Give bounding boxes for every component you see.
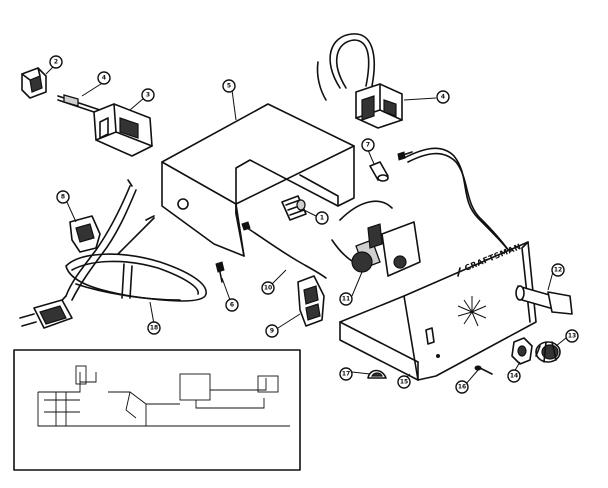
callout-13-label: 13 xyxy=(568,333,576,340)
callout-1: 1 xyxy=(315,211,329,225)
part-hex-nut xyxy=(511,337,533,365)
callout-11: 11 xyxy=(339,292,353,306)
leader-lines xyxy=(45,65,567,385)
callout-3: 3 xyxy=(141,88,155,102)
callout-11-label: 11 xyxy=(342,296,350,303)
part-transformer-coil xyxy=(316,33,403,129)
part-cable-clamp xyxy=(69,215,101,253)
callout-17: 17 xyxy=(339,367,353,381)
part-cover-housing xyxy=(161,103,355,257)
callout-12: 12 xyxy=(551,263,565,277)
part-wire-lead xyxy=(241,221,327,279)
callout-2-label: 2 xyxy=(54,59,58,66)
part-wire-lead-cylinder xyxy=(369,151,413,182)
callout-9-label: 9 xyxy=(270,328,274,335)
callout-15-label: 15 xyxy=(400,379,408,386)
callout-4-right: 4 xyxy=(436,90,450,104)
callout-18-label: 18 xyxy=(150,325,158,332)
part-terminal-block xyxy=(297,275,325,327)
callout-1-label: 1 xyxy=(320,215,324,222)
dial-scale-marks xyxy=(457,296,487,327)
callout-16: 16 xyxy=(455,380,469,394)
part-rubber-foot xyxy=(367,369,387,379)
callout-16-label: 16 xyxy=(458,384,466,391)
callout-4-left: 4 xyxy=(97,71,111,85)
part-front-panel-chassis xyxy=(339,241,537,381)
callout-10-label: 10 xyxy=(264,285,272,292)
callout-14-label: 14 xyxy=(510,373,518,380)
callout-12-label: 12 xyxy=(554,267,562,274)
callout-17-label: 17 xyxy=(342,371,350,378)
part-power-cord xyxy=(19,179,207,329)
callout-14: 14 xyxy=(507,369,521,383)
callout-7: 7 xyxy=(361,138,375,152)
part-knob xyxy=(535,341,561,363)
callout-5-label: 5 xyxy=(227,83,231,90)
callout-5: 5 xyxy=(222,79,236,93)
callout-6-label: 6 xyxy=(230,302,234,309)
callout-8-label: 8 xyxy=(61,194,65,201)
callout-bubbles: 2 4 3 5 4 7 8 1 xyxy=(49,55,579,394)
callout-6: 6 xyxy=(225,298,239,312)
wiring-schematic-inset xyxy=(13,349,301,471)
part-output-bolt xyxy=(515,285,573,315)
part-wire-nut xyxy=(281,195,307,221)
part-shaft xyxy=(57,94,101,115)
part-circuit-board xyxy=(331,200,421,277)
part-clip-small xyxy=(21,67,47,99)
part-cable-to-board xyxy=(403,147,519,265)
callout-4-right-label: 4 xyxy=(441,94,445,101)
part-screw xyxy=(215,261,225,283)
callout-9: 9 xyxy=(265,324,279,338)
callout-3-label: 3 xyxy=(146,92,150,99)
callout-2: 2 xyxy=(49,55,63,69)
callout-18: 18 xyxy=(147,321,161,335)
callout-8: 8 xyxy=(56,190,70,204)
callout-10: 10 xyxy=(261,281,275,295)
callout-4-left-label: 4 xyxy=(102,75,106,82)
callout-7-label: 7 xyxy=(366,142,370,149)
callout-15: 15 xyxy=(397,375,411,389)
callout-13: 13 xyxy=(565,329,579,343)
part-bracket-holder xyxy=(93,103,153,157)
